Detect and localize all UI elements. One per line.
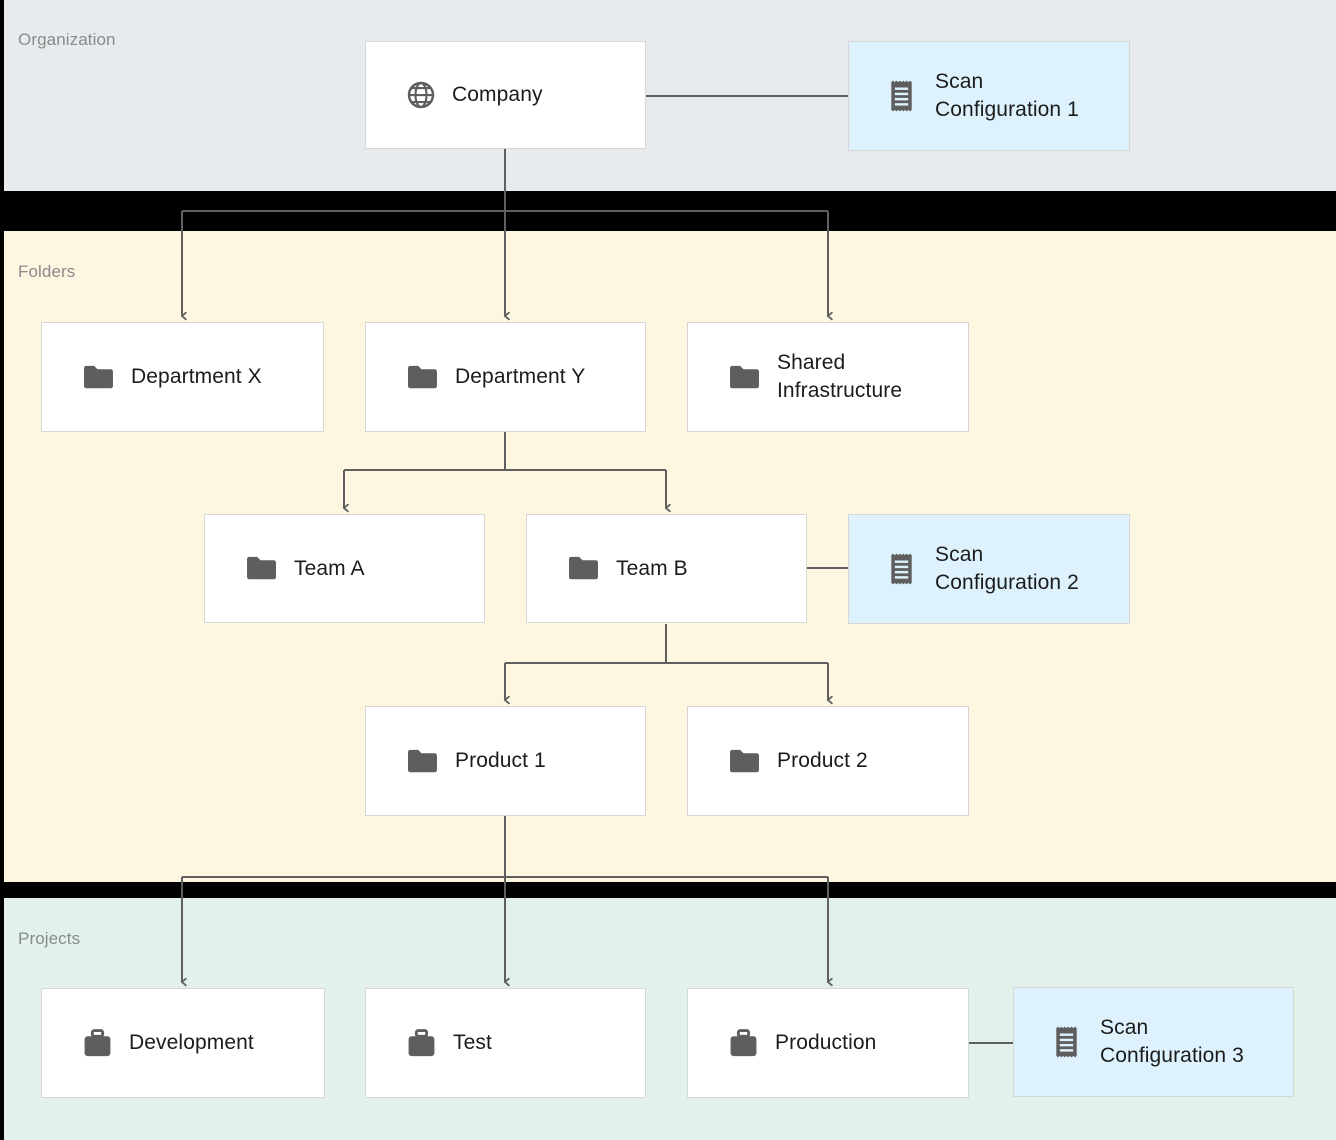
folder-icon: [406, 364, 439, 391]
node-label: Production: [775, 1031, 877, 1055]
node-shared-infrastructure[interactable]: Shared Infrastructure: [687, 322, 969, 432]
node-label: Team B: [616, 556, 688, 580]
node-label: Product 1: [455, 749, 546, 773]
briefcase-icon: [406, 1028, 437, 1058]
node-product-2[interactable]: Product 2: [687, 706, 969, 816]
node-label: Product 2: [777, 749, 868, 773]
node-label: Department Y: [455, 365, 586, 389]
folder-icon: [245, 555, 278, 582]
node-scan-configuration-3[interactable]: Scan Configuration 3: [1013, 987, 1294, 1097]
band-label-projects: Projects: [18, 929, 81, 948]
node-scan-configuration-2[interactable]: Scan Configuration 2: [848, 514, 1130, 624]
receipt-icon: [1052, 1025, 1082, 1059]
folder-icon: [82, 364, 115, 391]
briefcase-icon: [82, 1028, 113, 1058]
band-organization: [4, 0, 1336, 191]
node-label: Team A: [294, 556, 365, 580]
node-production[interactable]: Production: [687, 988, 969, 1098]
node-product-1[interactable]: Product 1: [365, 706, 646, 816]
briefcase-icon: [728, 1028, 759, 1058]
node-department-y[interactable]: Department Y: [365, 322, 646, 432]
node-scan-configuration-1[interactable]: Scan Configuration 1: [848, 41, 1130, 151]
node-label: Department X: [131, 365, 262, 389]
node-company[interactable]: Company: [365, 41, 646, 149]
node-label: Scan Configuration 3: [1100, 1016, 1244, 1067]
node-team-b[interactable]: Team B: [526, 514, 807, 623]
folder-icon: [567, 555, 600, 582]
node-label: Scan Configuration 2: [935, 543, 1079, 594]
node-test[interactable]: Test: [365, 988, 646, 1098]
receipt-icon: [887, 552, 917, 586]
globe-icon: [406, 80, 436, 110]
receipt-icon: [887, 79, 917, 113]
node-department-x[interactable]: Department X: [41, 322, 324, 432]
folder-icon: [406, 748, 439, 775]
node-label: Shared Infrastructure: [777, 351, 903, 402]
node-label: Company: [452, 83, 543, 107]
node-label: Development: [129, 1031, 254, 1055]
node-development[interactable]: Development: [41, 988, 325, 1098]
node-team-a[interactable]: Team A: [204, 514, 485, 623]
folder-icon: [728, 748, 761, 775]
folder-icon: [728, 364, 761, 391]
node-label: Scan Configuration 1: [935, 70, 1079, 121]
node-label: Test: [453, 1031, 492, 1055]
band-label-folders: Folders: [18, 262, 76, 281]
band-label-organization: Organization: [18, 30, 116, 49]
